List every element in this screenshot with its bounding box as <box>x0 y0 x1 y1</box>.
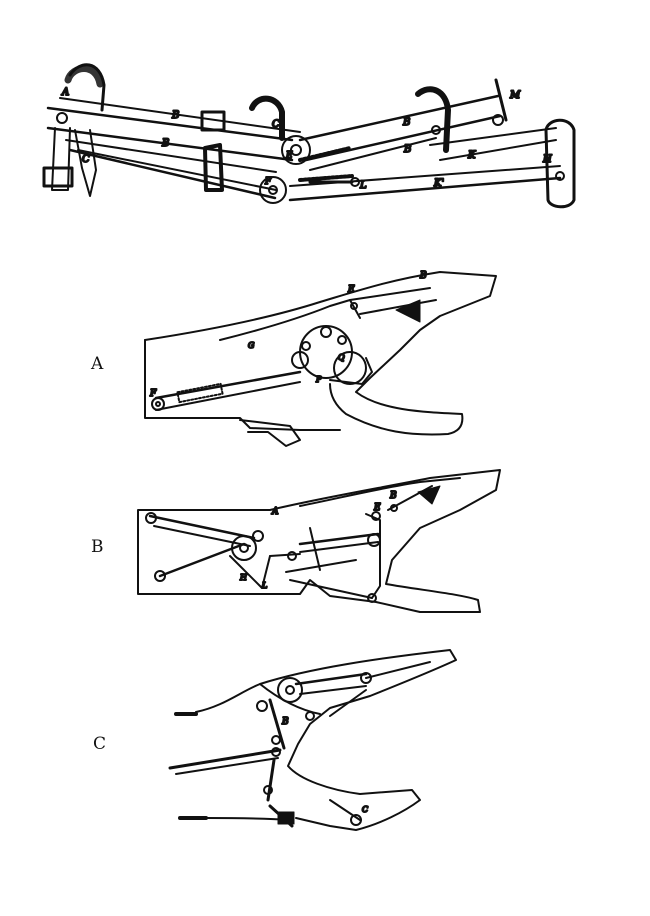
label-letter: C <box>272 119 280 130</box>
label-letter: B <box>171 110 179 121</box>
label-letter: E <box>285 151 293 161</box>
label-letter: B <box>402 117 410 128</box>
label-letter: H <box>542 154 552 165</box>
figure-label-b: B <box>91 537 104 557</box>
label-letter: A <box>271 507 279 517</box>
figure-label-a: A <box>91 354 104 374</box>
label-letter: A <box>61 87 69 98</box>
label-letter: M <box>509 90 521 101</box>
label-letter: L <box>261 581 267 590</box>
label-letter: K <box>467 150 476 161</box>
label-letter: K' <box>433 178 444 189</box>
label-letter: P <box>315 375 322 384</box>
figure-label-c: C <box>93 734 107 754</box>
label-letter: F <box>264 177 272 187</box>
figure-b-drawing: A E B H L <box>137 469 501 613</box>
label-letter: C <box>82 154 90 165</box>
label-letter: B <box>389 491 397 501</box>
label-letter: H <box>239 573 248 582</box>
label-letter: L <box>359 180 367 191</box>
figure-c-drawing: B C <box>168 649 457 831</box>
leg-brace-drawing: A B B C C E F B B M K H K' L <box>42 63 576 209</box>
label-letter: E <box>347 285 355 295</box>
label-letter: F <box>149 389 157 399</box>
label-letter: B <box>419 271 427 281</box>
label-letter: C <box>362 805 368 814</box>
label-letter: B <box>403 144 411 155</box>
label-letter: E <box>373 503 381 513</box>
label-letter: B <box>161 138 169 149</box>
label-letter: Q <box>338 353 345 362</box>
label-letter: B <box>281 717 289 727</box>
figure-a-drawing: B E Q P G F <box>144 270 497 447</box>
label-letter: G <box>248 341 255 350</box>
